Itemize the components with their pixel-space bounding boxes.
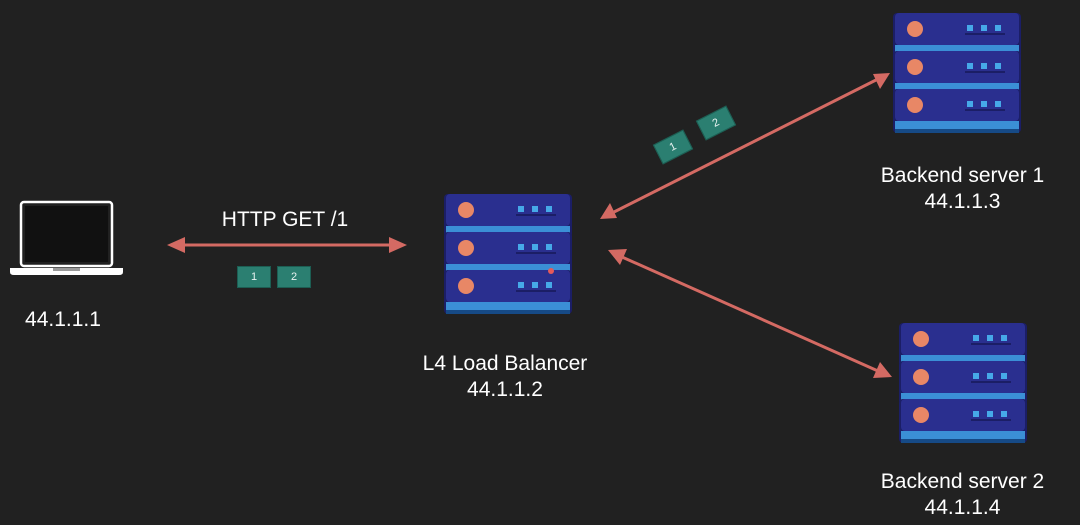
laptop-icon bbox=[10, 200, 123, 275]
client-lb-arrow bbox=[167, 237, 407, 253]
backend-server-1-ip: 44.1.1.3 bbox=[924, 190, 1001, 213]
load-balancer-ip: 44.1.1.2 bbox=[467, 378, 543, 401]
client-ip-label: 44.1.1.1 bbox=[25, 308, 101, 331]
backend-server-1-name: Backend server 1 bbox=[880, 164, 1045, 187]
load-balancer-name: L4 Load Balancer bbox=[422, 352, 588, 375]
lb-backend2-arrow bbox=[608, 249, 892, 378]
load-balancer-server-icon bbox=[444, 194, 572, 314]
packet-2: 2 bbox=[277, 266, 311, 288]
backend-server-1-icon bbox=[893, 13, 1021, 133]
request-label: HTTP GET /1 bbox=[221, 208, 349, 231]
lb-backend1-arrow bbox=[600, 73, 890, 219]
backend-server-2-name: Backend server 2 bbox=[880, 470, 1045, 493]
packet-1: 1 bbox=[237, 266, 271, 288]
backend-server-2-icon bbox=[899, 323, 1027, 443]
backend-server-2-ip: 44.1.1.4 bbox=[924, 496, 1001, 519]
